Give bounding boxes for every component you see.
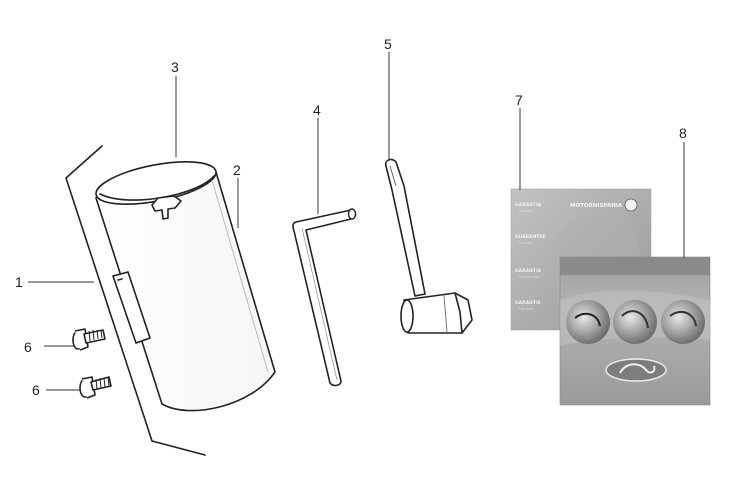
booklet7-sub-3: Portuguese xyxy=(519,275,539,279)
booklet7-sub-1: Espanol xyxy=(519,209,533,213)
callout-1: 1 xyxy=(15,274,23,290)
booklet7-heading-3: GARANTIA xyxy=(515,268,542,274)
leader-lines xyxy=(28,52,685,391)
tool-tube-part-2 xyxy=(95,161,276,412)
booklet7-sub-2: English xyxy=(519,241,532,245)
callout-6-lower: 6 xyxy=(32,382,40,398)
callout-6-upper: 6 xyxy=(24,339,32,355)
booklet7-heading-4: GARANTIE xyxy=(515,300,541,306)
booklet7-heading-1: GARANTIA xyxy=(515,202,542,208)
manual-photo-disc-3 xyxy=(661,300,705,344)
manual-logo xyxy=(605,358,667,382)
spark-plug-wrench-part-5 xyxy=(384,158,473,334)
booklet7-brand: MOTORHISPANIA xyxy=(570,203,623,209)
booklet7-heading-2: GUARANTEE xyxy=(515,234,546,240)
callout-4: 4 xyxy=(313,102,321,118)
callout-8: 8 xyxy=(679,125,687,141)
bracket-part-1 xyxy=(65,145,206,456)
callout-7: 7 xyxy=(515,92,523,108)
manual-photo-disc-2 xyxy=(613,300,657,344)
manual-photo-disc-1 xyxy=(566,300,610,344)
screw-part-6-lower xyxy=(79,376,112,399)
hex-key-part-4 xyxy=(292,208,357,387)
callout-3: 3 xyxy=(171,59,179,75)
callout-5: 5 xyxy=(384,36,392,52)
callout-labels: 1 2 3 4 5 6 6 7 8 xyxy=(15,36,687,398)
screw-part-6-upper xyxy=(72,328,106,351)
owners-manual-part-8 xyxy=(559,256,711,406)
booklet7-sub-4: Français xyxy=(519,307,534,311)
callout-2: 2 xyxy=(233,162,241,178)
